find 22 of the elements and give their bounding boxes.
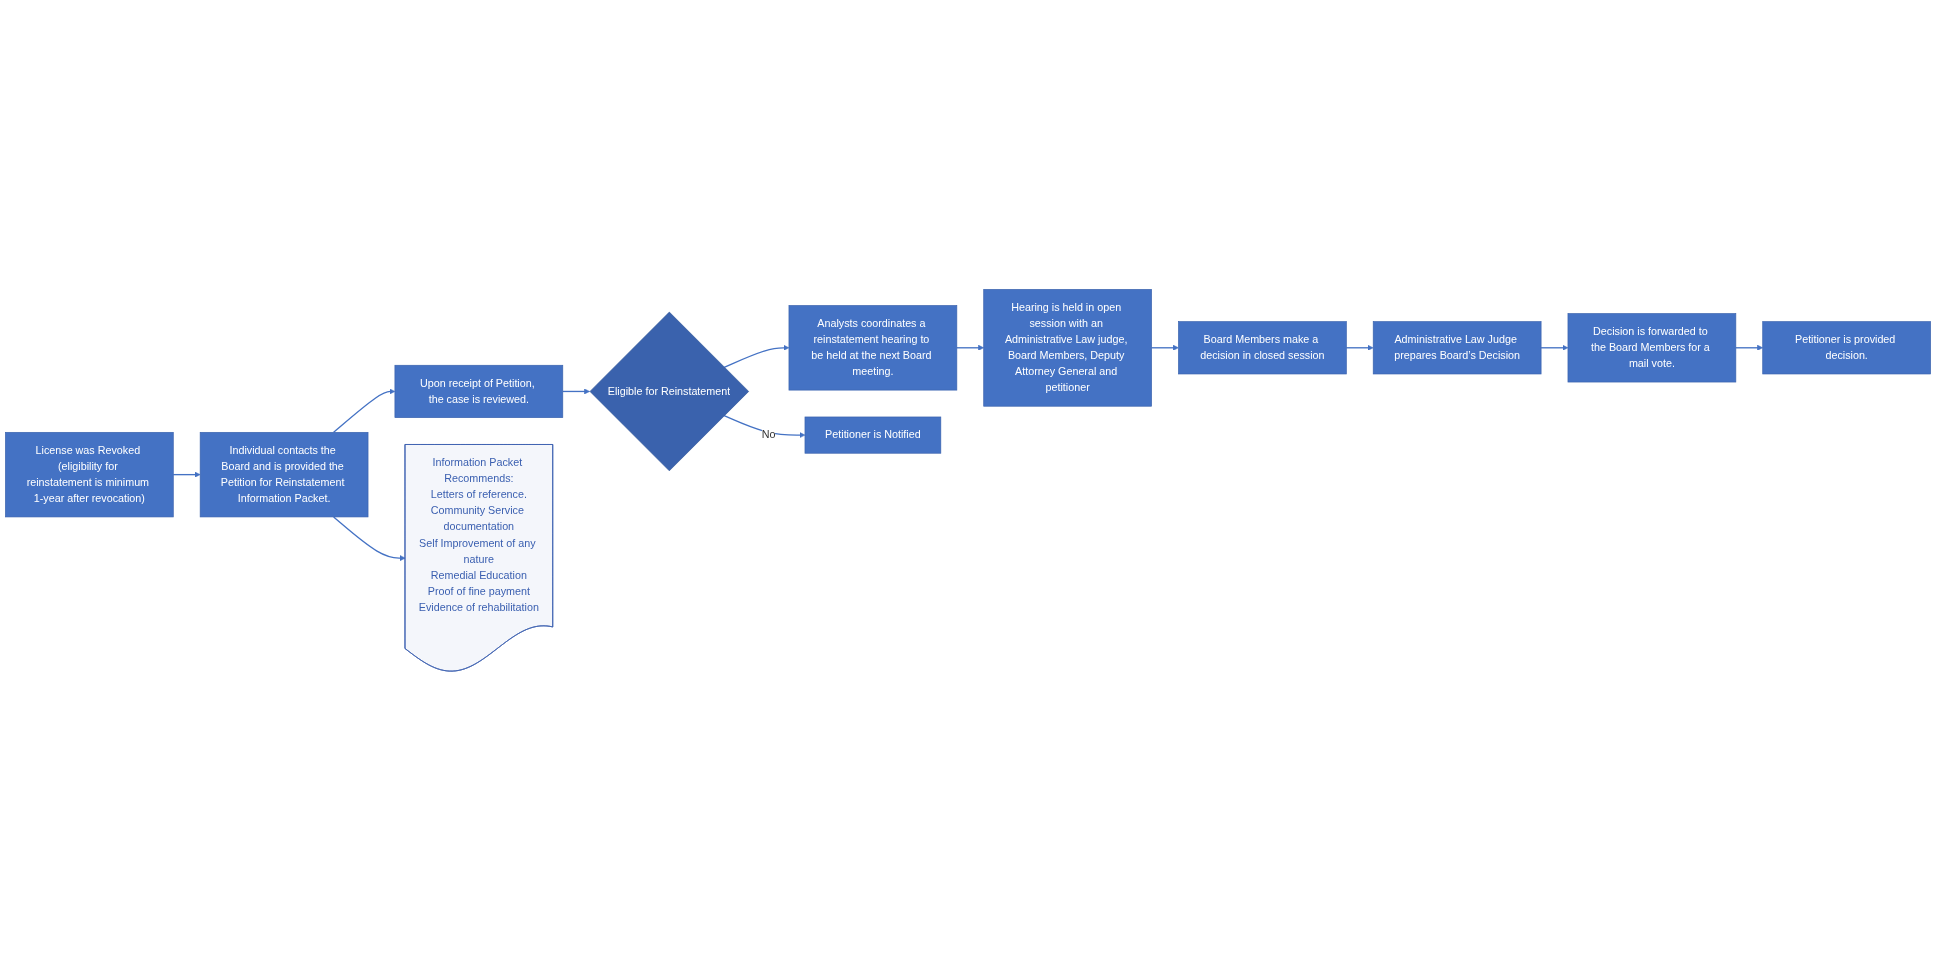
arrow: [172, 471, 201, 478]
node-box: Petitioner is Notified: [804, 416, 942, 454]
node-box: Analysts coordinates a reinstatement hearing to be held at the next Board meeting.: [788, 304, 958, 391]
node-box: Upon receipt of Petition, the case is reviewed.: [394, 364, 564, 418]
arrow: [1540, 344, 1569, 351]
arrow: [956, 344, 984, 351]
arrow: [1150, 344, 1179, 351]
node-diamond: Eligible for Reinstatement: [589, 311, 750, 471]
arrow: [723, 344, 790, 368]
node-box: Decision is forwarded to the Board Members for a mail vote.: [1567, 312, 1737, 383]
node-box: Board Members make a decision in closed session: [1178, 321, 1347, 375]
edge-label: No: [761, 428, 776, 441]
node-box: Petitioner is provided decision.: [1762, 321, 1931, 375]
arrow: [1345, 344, 1374, 351]
node-box: License was Revoked (eligibility for reinstatement is minimum 1-year after revocation): [5, 431, 174, 518]
arrow: [1735, 344, 1763, 351]
arrow: [332, 388, 396, 433]
arrow: [562, 388, 590, 395]
node-box: Hearing is held in open session with an Administrative Law judge, Board Members, Deputy Attorney General and petitioner: [983, 288, 1152, 407]
node-box: Administrative Law Judge prepares Board’s Decision: [1372, 321, 1542, 375]
node-box: Individual contacts the Board and is provided the Petition for Reinstatement Information Packet.: [199, 431, 369, 518]
arrow: [332, 516, 406, 561]
